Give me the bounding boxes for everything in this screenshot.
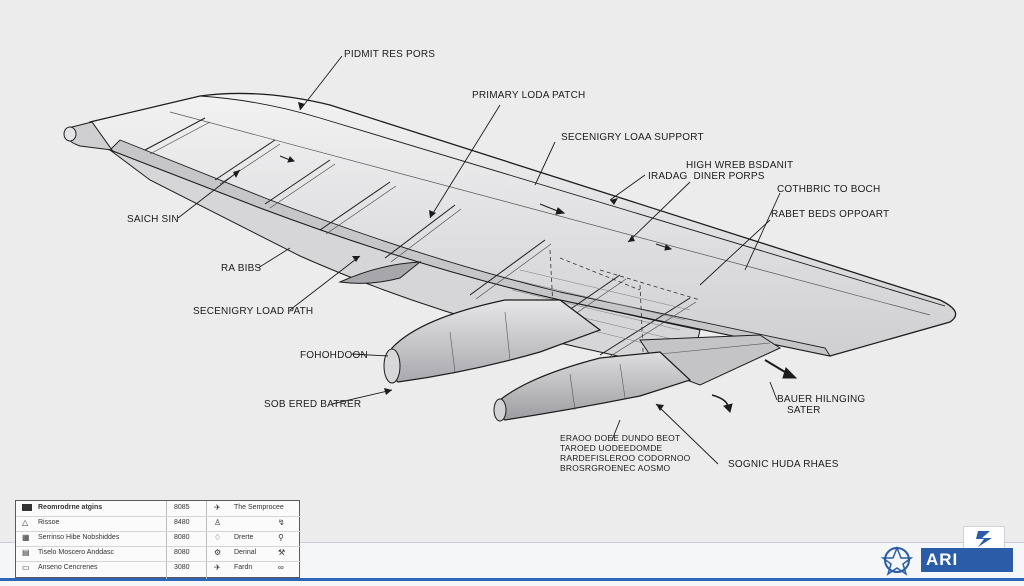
hatch-icon: ▤ — [22, 548, 30, 557]
label-sob-ered-batrer: SOB ERED BATRER — [264, 399, 362, 410]
legend-row-name: Tiselo Moscero Anddasc — [38, 549, 114, 556]
legend-row-desc: Drerte — [234, 534, 254, 541]
legend-row-desc: Fardn — [234, 564, 253, 571]
label-fodhdoon: FOHOHDOON — [300, 350, 368, 361]
direction-arrows — [279, 155, 798, 413]
spar-line — [169, 111, 931, 316]
legend-row-value: 3080 — [174, 564, 190, 571]
legend-row: ▭ Anseno Cencrenes 3080 ✈ Fardn ∞ — [16, 561, 301, 576]
link-icon: ∞ — [278, 563, 284, 572]
label-bauer-1: BAUER HILNGING — [777, 394, 866, 405]
arrow-logo-icon — [976, 531, 992, 547]
legend-row-desc: The Semprocee — [234, 504, 284, 511]
rib-doubles — [149, 121, 697, 360]
leading-edge-line — [199, 95, 946, 307]
legend-row: △ Rissoe 8480 ♙ ↯ — [16, 516, 301, 532]
seal-icon — [880, 545, 914, 576]
legend-header: Reomrodrne atgins — [38, 504, 103, 511]
aircraft-icon: ✈ — [214, 503, 221, 512]
label-cothbic-rib: COTHBRIC TO BOCH — [777, 184, 881, 195]
legend-header-value: 8085 — [174, 504, 190, 511]
label-bauer-2: SATER — [787, 405, 821, 416]
person-icon: ♙ — [214, 518, 222, 527]
footer-rule — [0, 578, 1024, 581]
legend-row: ▦ Serrinso Hibe Nobshiddes 8080 ♢ Drerte… — [16, 531, 301, 547]
wrench-icon: ⚒ — [278, 548, 286, 557]
legend-row-desc: Derinal — [234, 549, 257, 556]
label-top-callout: PIDMIT RES PORS — [344, 49, 436, 60]
legend-row-name: Serrinso Hibe Nobshiddes — [38, 534, 120, 541]
wing-tip-ellipse — [63, 126, 77, 142]
label-rabet-beds: RABET BEDS OPPOART — [771, 209, 890, 220]
ventral-fin — [338, 261, 422, 284]
aft-pod — [495, 351, 692, 421]
plane-icon: ✈ — [214, 563, 221, 572]
legend-header-icon — [22, 504, 32, 511]
legend-row-value: 8480 — [174, 519, 190, 526]
label-sognic: SOGNIC HUDA RHAES — [728, 459, 839, 470]
leader-heads — [233, 102, 664, 411]
legend-table: Reomrodrne atgins 8085 ✈ The Semprocee △… — [15, 500, 301, 579]
gear-icon: ⚙ — [214, 548, 222, 557]
drop-icon: ♢ — [214, 533, 222, 542]
label-ra-bibs: RA BIBS — [221, 263, 262, 274]
label-secondary-load-path: SECENIGRY LOAD PATH — [193, 306, 314, 317]
marker-icon: ⚲ — [278, 533, 284, 542]
box-icon: ▭ — [22, 563, 30, 572]
triangle-icon: △ — [22, 518, 29, 527]
label-primary-load-path: PRIMARY LODA PATCH — [472, 90, 586, 101]
logo-wordmark: ARI — [921, 548, 1013, 572]
legend-row-value: 8080 — [174, 534, 190, 541]
legend-row-name: Anseno Cencrenes — [38, 564, 98, 571]
pin-icon: ↯ — [278, 518, 285, 527]
logo-badge — [963, 526, 1005, 550]
label-high-wire-2: IRADAG DINER PORPS — [648, 171, 765, 182]
legend-header-row: Reomrodrne atgins 8085 ✈ The Semprocee — [16, 501, 301, 517]
label-secondary-load-support: SECENIGRY LOAA SUPPORT — [561, 132, 704, 143]
legend-row-name: Rissoe — [38, 519, 60, 526]
grid-icon: ▦ — [22, 533, 30, 542]
ribs — [144, 117, 691, 356]
label-high-wire-1: HIGH WREB BSDANIT — [686, 160, 794, 171]
label-center-block: ERAOO DOEE DUNDO BEOT TAROED UODEEDOMDE … — [560, 433, 691, 473]
legend-row: ▤ Tiselo Moscero Anddasc 8080 ⚙ Derinal … — [16, 546, 301, 562]
label-saich-sin: SAICH SIN — [127, 214, 179, 225]
leader-lines — [177, 55, 781, 465]
legend-row-value: 8080 — [174, 549, 190, 556]
